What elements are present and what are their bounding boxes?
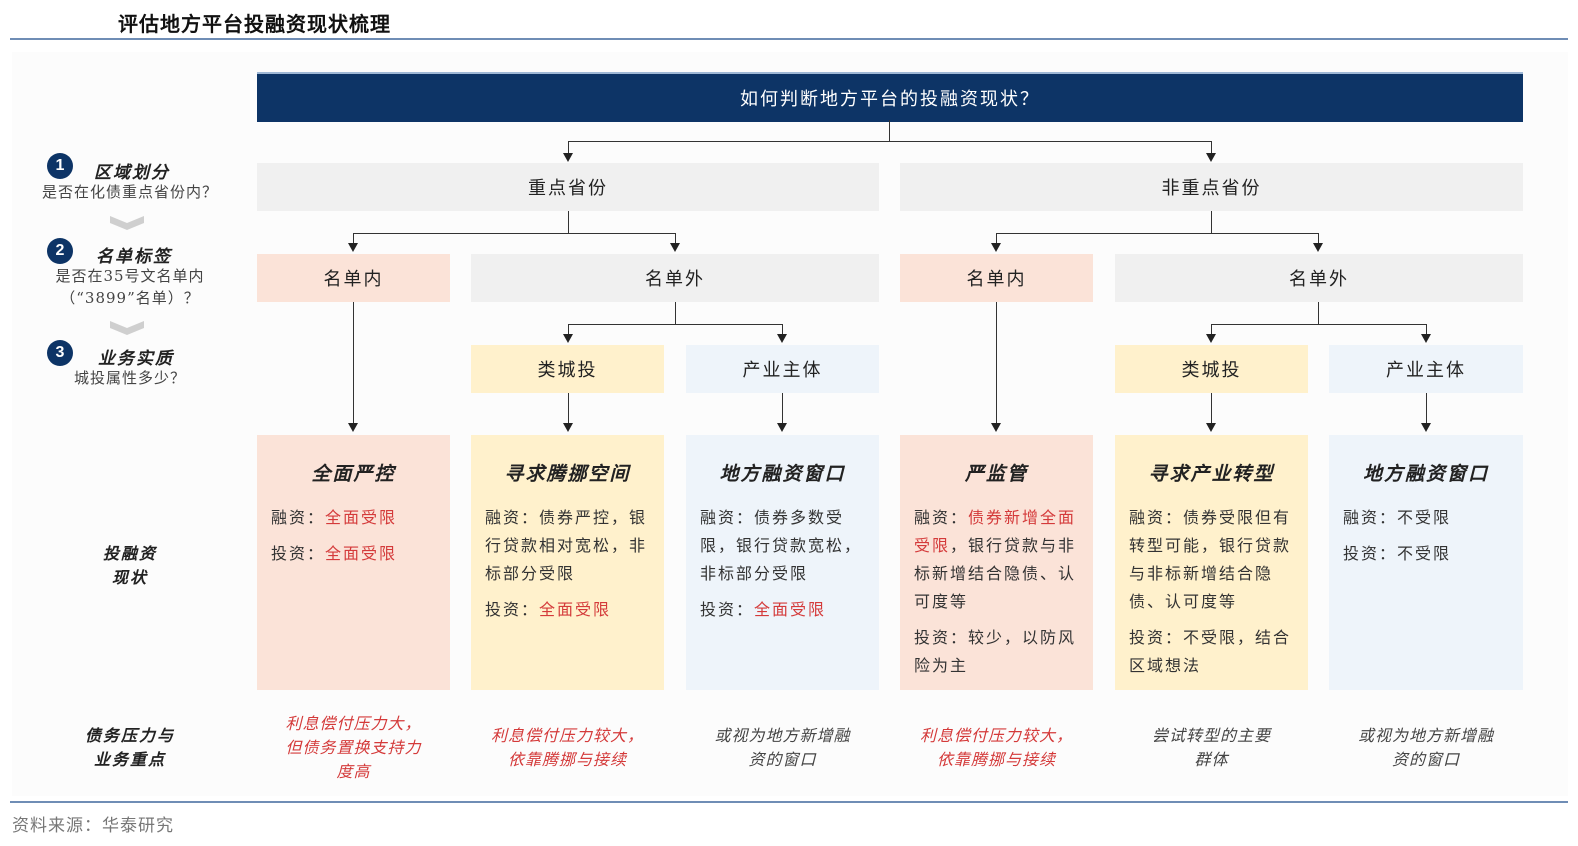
connector [889, 120, 890, 142]
industrial-entity-box: 产业主体 [686, 345, 879, 393]
financing-text: 融资：全面受限 [271, 508, 398, 527]
connector [353, 233, 676, 234]
arrow-down-icon [1421, 423, 1431, 432]
source-note: 资料来源：华泰研究 [12, 816, 174, 836]
step-number-badge: 3 [47, 340, 73, 366]
pressure-note: 或视为地方新增融资的窗口 [714, 726, 851, 769]
investment-text: 投资：全面受限 [700, 600, 827, 619]
financing-text: 融资：不受限 [1343, 508, 1452, 527]
status-card-financing-window: 地方融资窗口 融资：不受限 投资：不受限 [1329, 435, 1523, 690]
status-card-strict-supervision: 严监管 融资：债券新增全面受限，银行贷款与非标新增结合隐债、认可度等 投资：较少… [900, 435, 1093, 690]
pressure-note: 利息偿付压力大，但债务置换支持力度高 [285, 714, 422, 781]
arrow-down-icon [348, 243, 358, 252]
step-number-badge: 2 [47, 238, 73, 264]
arrow-down-icon [563, 153, 573, 162]
connector [996, 233, 1319, 234]
out-list-box: 名单外 [471, 254, 879, 302]
financing-text: 融资：债券多数受限，银行贷款宽松，非标部分受限 [700, 508, 863, 583]
row-label-pressure: 债务压力与 业务重点 [84, 726, 175, 769]
connector [1211, 141, 1212, 155]
industrial-entity-box: 产业主体 [1329, 345, 1523, 393]
status-card-financing-window: 地方融资窗口 融资：债券多数受限，银行贷款宽松，非标部分受限 投资：全面受限 [686, 435, 879, 690]
step-desc: 城投属性多少？ [73, 369, 186, 387]
investment-text: 投资：不受限，结合区域想法 [1129, 628, 1292, 675]
connector [1211, 211, 1212, 233]
arrow-down-icon [991, 243, 1001, 252]
step-number-badge: 1 [47, 153, 73, 179]
arrow-down-icon [563, 423, 573, 432]
arrow-down-icon [1206, 423, 1216, 432]
bottom-divider [10, 801, 1568, 803]
connector [1426, 324, 1427, 335]
investment-text: 投资：不受限 [1343, 544, 1452, 563]
connector [1318, 302, 1319, 324]
connector [996, 233, 997, 245]
key-province-box: 重点省份 [257, 163, 879, 211]
arrow-down-icon [563, 334, 573, 343]
connector [782, 324, 783, 335]
connector [568, 324, 569, 335]
pressure-note: 尝试转型的主要群体 [1151, 726, 1271, 769]
quasi-lgfv-box: 类城投 [1115, 345, 1308, 393]
top-divider [10, 38, 1568, 40]
financing-text: 融资：债券受限但有转型可能，银行贷款与非标新增结合隐债、认可度等 [1129, 508, 1292, 611]
arrow-down-icon [1313, 243, 1323, 252]
pressure-note: 利息偿付压力较大，依靠腾挪与接续 [490, 726, 644, 769]
connector [1211, 324, 1212, 335]
connector [568, 211, 569, 233]
connector [568, 141, 1212, 142]
arrow-down-icon [348, 423, 358, 432]
non-key-province-box: 非重点省份 [900, 163, 1523, 211]
arrow-down-icon [1206, 153, 1216, 162]
connector [353, 233, 354, 245]
connector [1211, 393, 1212, 424]
step-desc: 是否在35号文名单内 （“3899”名单）？ [55, 267, 205, 307]
in-list-box: 名单内 [257, 254, 450, 302]
root-question-label: 如何判断地方平台的投融资现状？ [740, 89, 1040, 110]
status-card-industrial-transformation: 寻求产业转型 融资：债券受限但有转型可能，银行贷款与非标新增结合隐债、认可度等 … [1115, 435, 1308, 690]
connector [1318, 233, 1319, 245]
financing-text: 融资：债券严控，银行贷款相对宽松，非标部分受限 [485, 508, 648, 583]
connector [1426, 393, 1427, 424]
root-question-box: 如何判断地方平台的投融资现状？ [257, 72, 1523, 122]
connector [1211, 324, 1427, 325]
investment-text: 投资：较少，以防风险为主 [914, 628, 1077, 675]
arrow-down-icon [1421, 334, 1431, 343]
connector [568, 393, 569, 424]
quasi-lgfv-box: 类城投 [471, 345, 664, 393]
page-title: 评估地方平台投融资现状梳理 [118, 12, 391, 36]
arrow-down-icon [777, 334, 787, 343]
connector [568, 141, 569, 155]
connector [568, 324, 783, 325]
step-desc: 是否在化债重点省份内？ [41, 183, 218, 201]
arrow-down-icon [777, 423, 787, 432]
connector [782, 393, 783, 424]
out-list-box: 名单外 [1115, 254, 1523, 302]
step-title: 业务实质 [98, 349, 174, 369]
connector [353, 302, 354, 424]
connector [675, 302, 676, 324]
step-title: 区域划分 [94, 163, 170, 183]
step-title: 名单标签 [96, 247, 172, 267]
arrow-down-icon [991, 423, 1001, 432]
status-card-full-control: 全面严控 融资：全面受限 投资：全面受限 [257, 435, 450, 690]
financing-text: 融资：债券新增全面受限，银行贷款与非标新增结合隐债、认可度等 [914, 508, 1077, 611]
connector [675, 233, 676, 245]
in-list-box: 名单内 [900, 254, 1093, 302]
arrow-down-icon [1206, 334, 1216, 343]
investment-text: 投资：全面受限 [271, 544, 398, 563]
connector [996, 302, 997, 424]
arrow-down-icon [670, 243, 680, 252]
pressure-note: 利息偿付压力较大，依靠腾挪与接续 [919, 726, 1073, 769]
chevron-down-icon [110, 321, 144, 335]
chevron-down-icon [110, 216, 144, 230]
row-label-status: 投融资 现状 [102, 544, 157, 587]
investment-text: 投资：全面受限 [485, 600, 612, 619]
status-card-seek-room: 寻求腾挪空间 融资：债券严控，银行贷款相对宽松，非标部分受限 投资：全面受限 [471, 435, 664, 690]
pressure-note: 或视为地方新增融资的窗口 [1357, 726, 1494, 769]
